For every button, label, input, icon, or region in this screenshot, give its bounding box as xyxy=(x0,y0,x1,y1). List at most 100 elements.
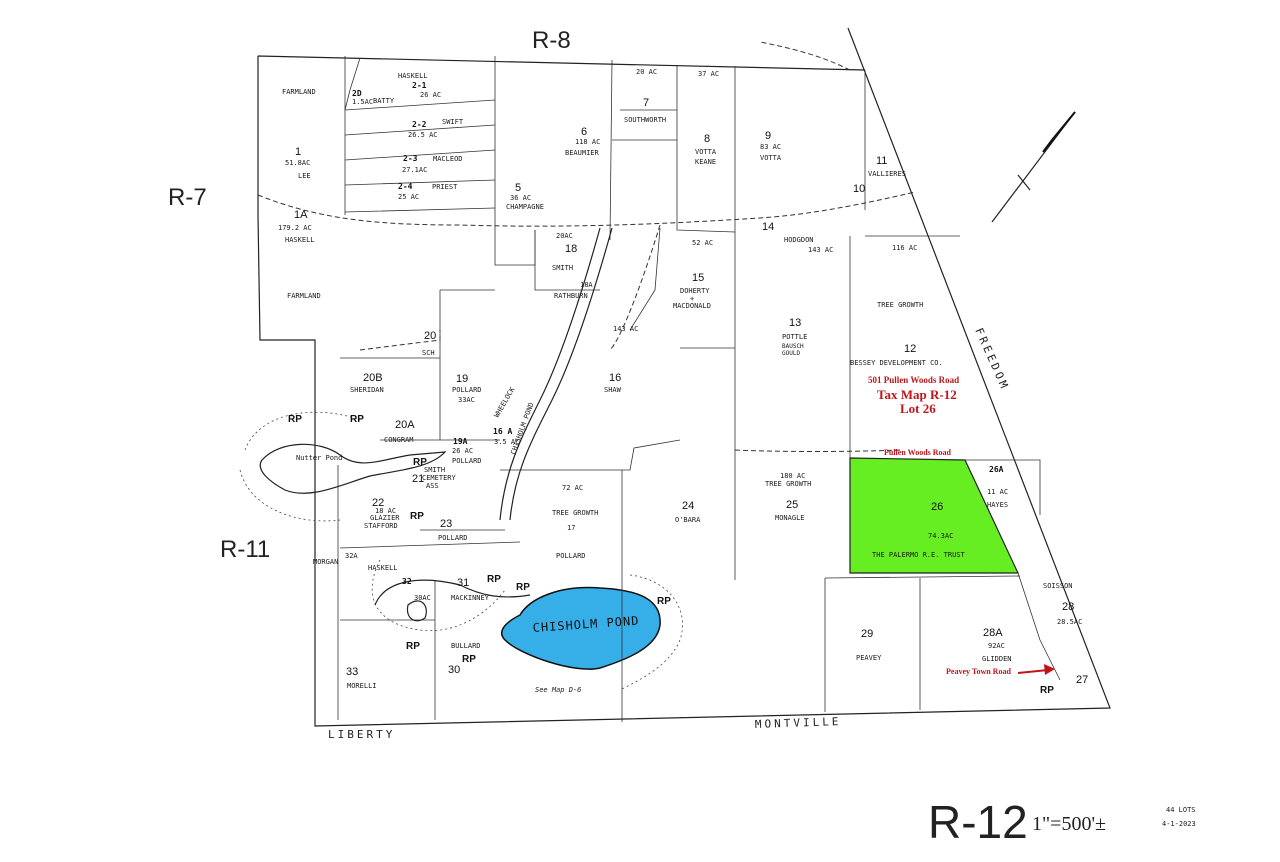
parcel-24-owner: O'BARA xyxy=(675,516,701,524)
parcel-15-acres: 52 AC xyxy=(692,239,713,247)
grid-label-north: R-8 xyxy=(532,27,571,54)
parcel-32a-owner: MORGAN xyxy=(313,558,338,566)
parcel-20-owner: SCH xyxy=(422,349,435,357)
parcel-2-4-acres: 25 AC xyxy=(398,193,419,201)
parcel-29-owner: PEAVEY xyxy=(856,654,882,662)
parcel-5-owner: CHAMPAGNE xyxy=(506,203,544,211)
parcel-27-num: 27 xyxy=(1076,674,1088,686)
parcel-23-num: 23 xyxy=(440,518,452,530)
parcel-21-owner-3: ASS xyxy=(426,482,439,490)
arrow-head-icon xyxy=(1044,664,1055,675)
parcel-22-acres: 18 AC xyxy=(375,507,396,515)
parcel-19a-acres: 26 AC xyxy=(452,447,473,455)
road-liberty: LIBERTY xyxy=(328,728,395,741)
parcel-14-acres: 143 AC xyxy=(808,246,833,254)
parcel-16a-num: 16 A xyxy=(493,427,512,436)
parcel-15-num: 15 xyxy=(692,272,704,284)
parcel-2-4-num: 2-4 xyxy=(398,182,413,191)
parcel-16a-acres: 3.5 AC xyxy=(494,438,519,446)
parcel-17-acres: 72 AC xyxy=(562,484,583,492)
parcel-2-2-owner: SWIFT xyxy=(442,118,464,126)
parcel-2-3-num: 2-3 xyxy=(403,154,418,163)
parcel-25-acres: 180 AC xyxy=(780,472,805,480)
parcel-18-acres: 20AC xyxy=(556,232,573,240)
parcel-13-sub-1: BAUSCH xyxy=(782,343,804,350)
parcel-16-num: 16 xyxy=(609,372,621,384)
parcel-19-acres: 33AC xyxy=(458,396,475,404)
parcel-28a-owner: GLIDDEN xyxy=(982,655,1012,663)
north-arrow-icon xyxy=(991,111,1076,223)
parcel-20a-num: 20A xyxy=(395,419,415,431)
parcel-24-num: 24 xyxy=(682,500,694,512)
rp-label: RP xyxy=(288,414,302,425)
road-wheelock: WHEELOCK xyxy=(493,385,517,419)
rp-label: RP xyxy=(410,511,424,522)
parcel-32-acres: 30AC xyxy=(414,594,431,602)
lot-lines xyxy=(337,56,1061,722)
parcel-12-num: 12 xyxy=(904,343,916,355)
parcel-6-num: 6 xyxy=(581,126,587,138)
parcel-28-num: 28 xyxy=(1062,601,1074,613)
map-date: 4-1-2023 xyxy=(1162,820,1196,828)
parcel-11-owner: VALLIERES xyxy=(868,170,906,178)
annotation-tax-map: Tax Map R-12 xyxy=(877,387,957,402)
parcel-17-num: 17 xyxy=(567,524,575,532)
parcel-2-4-owner: PRIEST xyxy=(432,183,458,191)
parcel-30-num: 30 xyxy=(448,664,460,676)
chisholm-pond xyxy=(500,586,661,670)
road-freedom: FREEDOM xyxy=(972,326,1011,393)
rp-label: RP xyxy=(350,414,364,425)
parcel-26a-owner: HAYES xyxy=(987,501,1008,509)
parcel-8-owner-1: VOTTA xyxy=(695,148,717,156)
parcel-33-num: 33 xyxy=(346,666,358,678)
parcel-labels: 1 51.8AC LEE 1A 179.2 AC HASKELL HASKELL… xyxy=(278,68,1088,690)
parcel-5-acres: 36 AC xyxy=(510,194,531,202)
parcel-8-owner-2: KEANE xyxy=(695,158,716,166)
parcel-1-num: 1 xyxy=(295,146,301,158)
parcel-25-num: 25 xyxy=(786,499,798,511)
parcel-22-owner-1: GLAZIER xyxy=(370,514,400,522)
parcel-2-3-acres: 27.1AC xyxy=(402,166,427,174)
parcel-1a-owner: HASKELL xyxy=(285,236,315,244)
rp-label: RP xyxy=(406,641,420,652)
parcel-9-num: 9 xyxy=(765,130,771,142)
parcel-20-num: 20 xyxy=(424,330,436,342)
scale-label: 1"=500'± xyxy=(1032,813,1106,835)
parcel-12-owner: BESSEY DEVELOPMENT CO. xyxy=(850,359,943,367)
parcel-16-owner: SHAW xyxy=(604,386,622,394)
parcel-26-num: 26 xyxy=(931,501,943,513)
parcel-19a-owner: POLLARD xyxy=(452,457,482,465)
parcel-19-owner: POLLARD xyxy=(452,386,482,394)
parcel-23-owner: POLLARD xyxy=(438,534,468,542)
parcel-2-1-owner: HASKELL xyxy=(398,72,428,80)
parcel-21-num: 21 xyxy=(412,473,424,485)
parcel-9-owner: VOTTA xyxy=(760,154,782,162)
parcel-10-num: 10 xyxy=(853,183,865,195)
parcel-30-owner: BULLARD xyxy=(451,642,481,650)
parcel-8-num: 8 xyxy=(704,133,710,145)
parcel-12-tg: TREE GROWTH xyxy=(877,301,923,309)
parcel-2-2-acres: 26.5 AC xyxy=(408,131,438,139)
parcel-18a-owner: RATHBURN xyxy=(554,292,588,300)
parcel-13-num: 13 xyxy=(789,317,801,329)
parcel-32-num: 32 xyxy=(402,577,412,586)
rp-label: RP xyxy=(413,457,427,468)
nutter-pond-label: Nutter Pond xyxy=(296,454,342,462)
parcel-15-owner-3: MACDONALD xyxy=(673,302,711,310)
parcel-26-owner: THE PALERMO R.E. TRUST xyxy=(872,551,966,559)
sheet-label: R-12 xyxy=(928,796,1028,848)
annotation-lot: Lot 26 xyxy=(900,401,936,416)
rp-labels: RP RP RP RP RP RP RP RP RP RP xyxy=(288,414,1054,696)
parcel-20b-owner: SHERIDAN xyxy=(350,386,384,394)
parcel-7-acres: 20 AC xyxy=(636,68,657,76)
rp-label: RP xyxy=(1040,685,1054,696)
parcel-2-1-acres: 26 AC xyxy=(420,91,441,99)
parcel-15-owner-1: DOHERTY xyxy=(680,287,710,295)
parcel-7-num: 7 xyxy=(643,97,649,109)
parcel-28-acres: 28.5AC xyxy=(1057,618,1082,626)
map-boundary xyxy=(257,27,1111,727)
annotation-peavey-road: Peavey Town Road xyxy=(946,667,1011,676)
parcel-21-owner-2: CEMETERY xyxy=(422,474,457,482)
parcel-22-num: 22 xyxy=(372,497,384,509)
